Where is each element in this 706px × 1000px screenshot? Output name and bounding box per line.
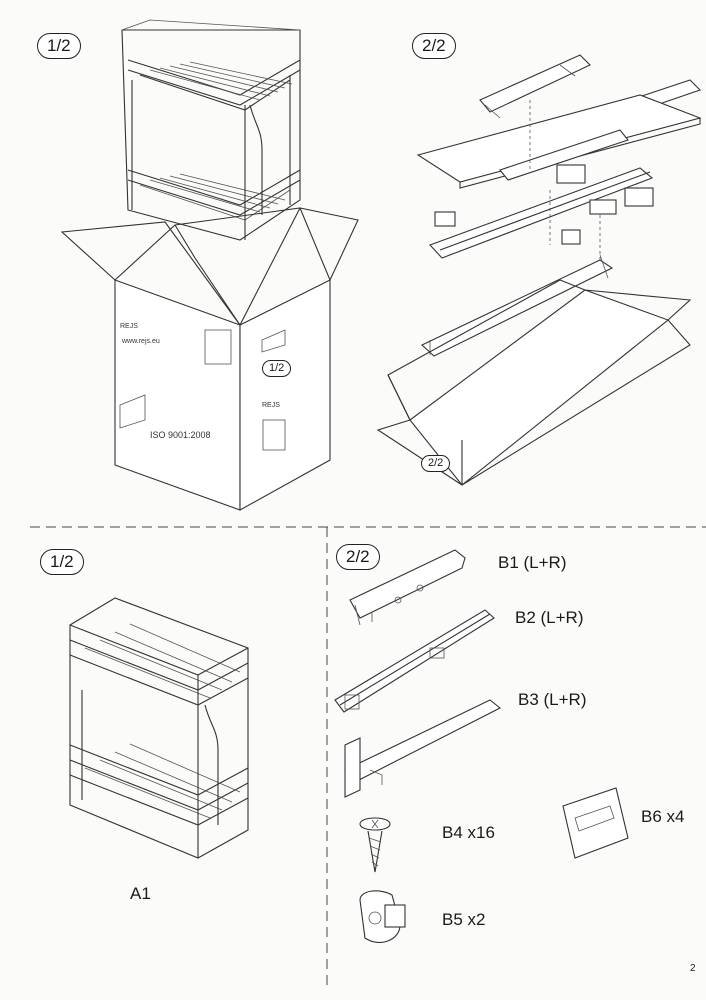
part-label-b3: B3 (L+R) [518,690,587,709]
step-badge-top-left: 1/2 [37,33,81,59]
box-label-left: 1/2 [262,360,292,377]
part-label-b4: B4 x16 [442,823,495,842]
step-badge-top-right: 2/2 [412,33,456,59]
step-badge-bottom-right: 2/2 [336,544,380,570]
box-iso: ISO 9001:2008 [150,430,211,440]
product-label-a1: A1 [130,884,151,903]
open-box-left [60,207,359,511]
parts-illustrations [334,549,629,943]
box-website: www.rejs.eu [122,338,160,345]
box-brand-side: REJS [262,402,280,409]
step-badge-bottom-left: 1/2 [40,549,84,575]
exploded-drawer-view [376,54,702,486]
part-label-b2: B2 (L+R) [515,608,584,627]
box-label-right: 2/2 [421,455,451,472]
part-label-b1: B1 (L+R) [498,553,567,572]
product-a1-illustration [69,597,249,859]
part-label-b6: B6 x4 [641,807,685,826]
part-label-b5: B5 x2 [442,910,486,929]
basket-top-illustration [121,19,301,241]
page-number: 2 [690,963,696,974]
box-brand: REJS [120,323,138,330]
